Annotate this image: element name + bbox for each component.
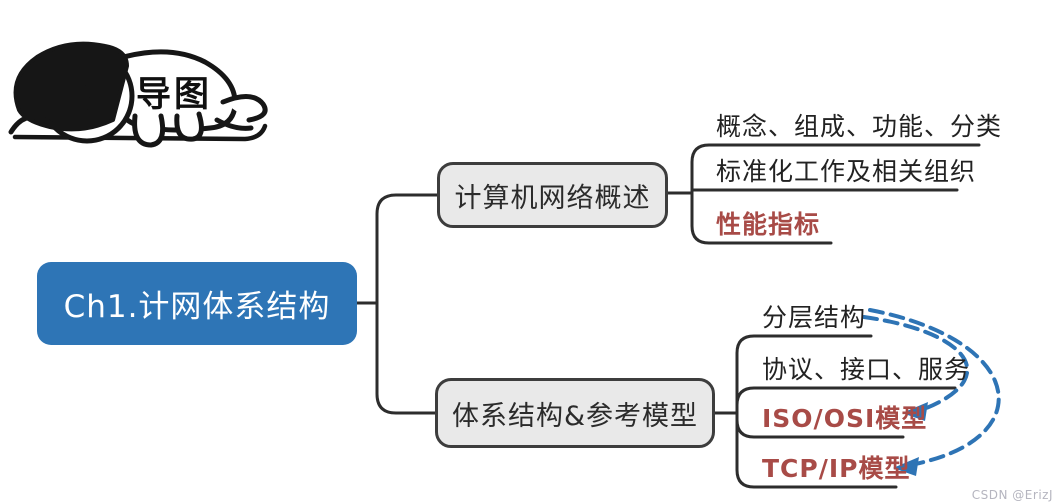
- root-node-label: Ch1.计网体系结构: [63, 289, 331, 325]
- arrowhead-osi-icon: [902, 402, 928, 421]
- leaf-concepts-composition[interactable]: 概念、组成、功能、分类: [716, 112, 1003, 141]
- connector-branch2-child1-underline: [735, 334, 873, 415]
- connector-branch2-child4-underline: [735, 411, 898, 489]
- branch-node-architecture-models[interactable]: 体系结构&参考模型: [435, 378, 715, 448]
- mascot-arm-right: [174, 111, 204, 142]
- mascot-label: 导图: [136, 75, 213, 115]
- mascot-mouth: [83, 85, 92, 111]
- mascot-arm-left: [132, 113, 166, 148]
- leaf-iso-osi-model[interactable]: ISO/OSI模型: [762, 404, 928, 433]
- mascot-eye-bottom: [62, 116, 70, 124]
- dashed-arrow-to-osi: [862, 315, 970, 411]
- mascot-eye-top: [64, 76, 72, 84]
- dashed-arrow-to-tcpip: [868, 308, 1001, 466]
- connector-branch2-child2-underline: [735, 386, 957, 415]
- mascot-ground-line: [12, 123, 268, 142]
- leaf-tcp-ip-model[interactable]: TCP/IP模型: [762, 454, 911, 483]
- arrowhead-tcpip-icon: [893, 457, 919, 476]
- mascot-foot-line: [214, 117, 254, 131]
- branch-node-label: 体系结构&参考模型: [451, 400, 699, 432]
- connector-branch1-child1-underline: [690, 143, 981, 195]
- leaf-protocol-interface-service[interactable]: 协议、接口、服务: [762, 355, 971, 384]
- leaf-layered-structure[interactable]: 分层结构: [762, 303, 867, 332]
- mascot-foot: [220, 94, 268, 123]
- mascot-hand-on-ground: [8, 114, 56, 135]
- branch-node-label: 计算机网络概述: [454, 182, 651, 214]
- mascot-hair: [13, 41, 129, 132]
- mascot-lying-person-illustration: [8, 41, 268, 148]
- root-node-ch1[interactable]: Ch1.计网体系结构: [37, 262, 357, 345]
- leaf-performance-metrics[interactable]: 性能指标: [716, 210, 821, 239]
- connector-root-trunk: [375, 193, 439, 415]
- csdn-watermark: CSDN @ErizJ: [971, 488, 1053, 502]
- branch-node-network-overview[interactable]: 计算机网络概述: [437, 162, 668, 228]
- connector-branch1-child3-underline: [690, 191, 833, 245]
- leaf-standardization-orgs[interactable]: 标准化工作及相关组织: [716, 157, 977, 186]
